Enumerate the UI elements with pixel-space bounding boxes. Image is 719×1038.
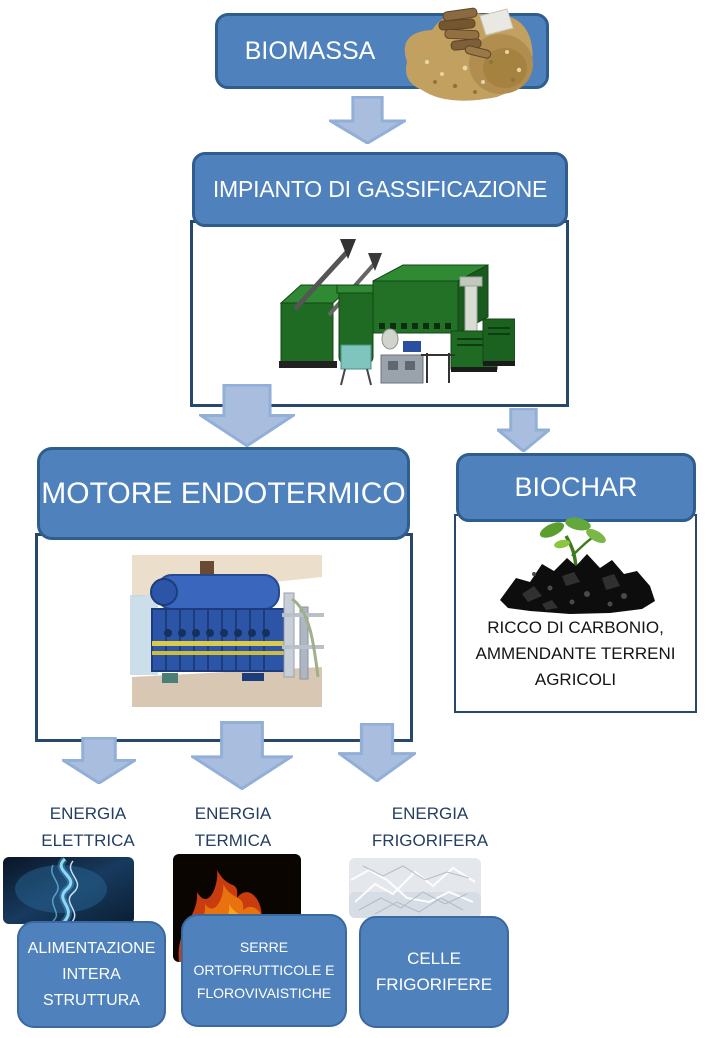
use-box-celle: CELLE FRIGORIFERE (359, 916, 509, 1028)
arrow-motore-to-elettrica (62, 737, 136, 784)
node-impianto: IMPIANTO DI GASSIFICAZIONE (192, 152, 568, 227)
label-energia-frigorifera: ENERGIA FRIGORIFERA (371, 804, 489, 850)
biochar-image (492, 516, 660, 614)
arrow-impianto-to-biochar (497, 408, 550, 452)
use-box-serre: SERRE ORTOFRUTTICOLE E FLOROVIVAISTICHE (181, 914, 347, 1027)
gasification-plant-image (253, 233, 516, 396)
biochar-description: RICCO DI CARBONIO, AMMENDANTE TERRENI AG… (475, 618, 676, 689)
node-motore-label: MOTORE ENDOTERMICO (41, 476, 406, 510)
electricity-image (3, 856, 134, 926)
arrow-motore-to-termica (191, 721, 293, 790)
node-biochar-label: BIOCHAR (514, 472, 638, 502)
arrow-impianto-to-motore (199, 384, 295, 447)
label-energia-elettrica: ENERGIA ELETTRICA (41, 804, 135, 850)
biomass-image (387, 2, 535, 104)
node-motore: MOTORE ENDOTERMICO (37, 447, 410, 540)
node-biomassa-label: BIOMASSA (244, 36, 376, 65)
node-impianto-label: IMPIANTO DI GASSIFICAZIONE (212, 176, 548, 202)
use-box-serre-label: SERRE ORTOFRUTTICOLE E FLOROVIVAISTICHE (193, 939, 335, 1001)
arrow-motore-to-frigorifera (338, 723, 416, 782)
use-box-celle-label: CELLE FRIGORIFERE (375, 949, 493, 994)
engine-image (122, 555, 330, 713)
label-energia-termica: ENERGIA TERMICA (194, 804, 272, 850)
use-box-alimentazione: ALIMENTAZIONE INTERA STRUTTURA (17, 921, 166, 1028)
ice-image (349, 858, 481, 918)
node-biochar: BIOCHAR (456, 453, 696, 522)
arrow-biomassa-to-impianto (329, 96, 406, 144)
use-box-alimentazione-label: ALIMENTAZIONE INTERA STRUTTURA (27, 939, 156, 1009)
